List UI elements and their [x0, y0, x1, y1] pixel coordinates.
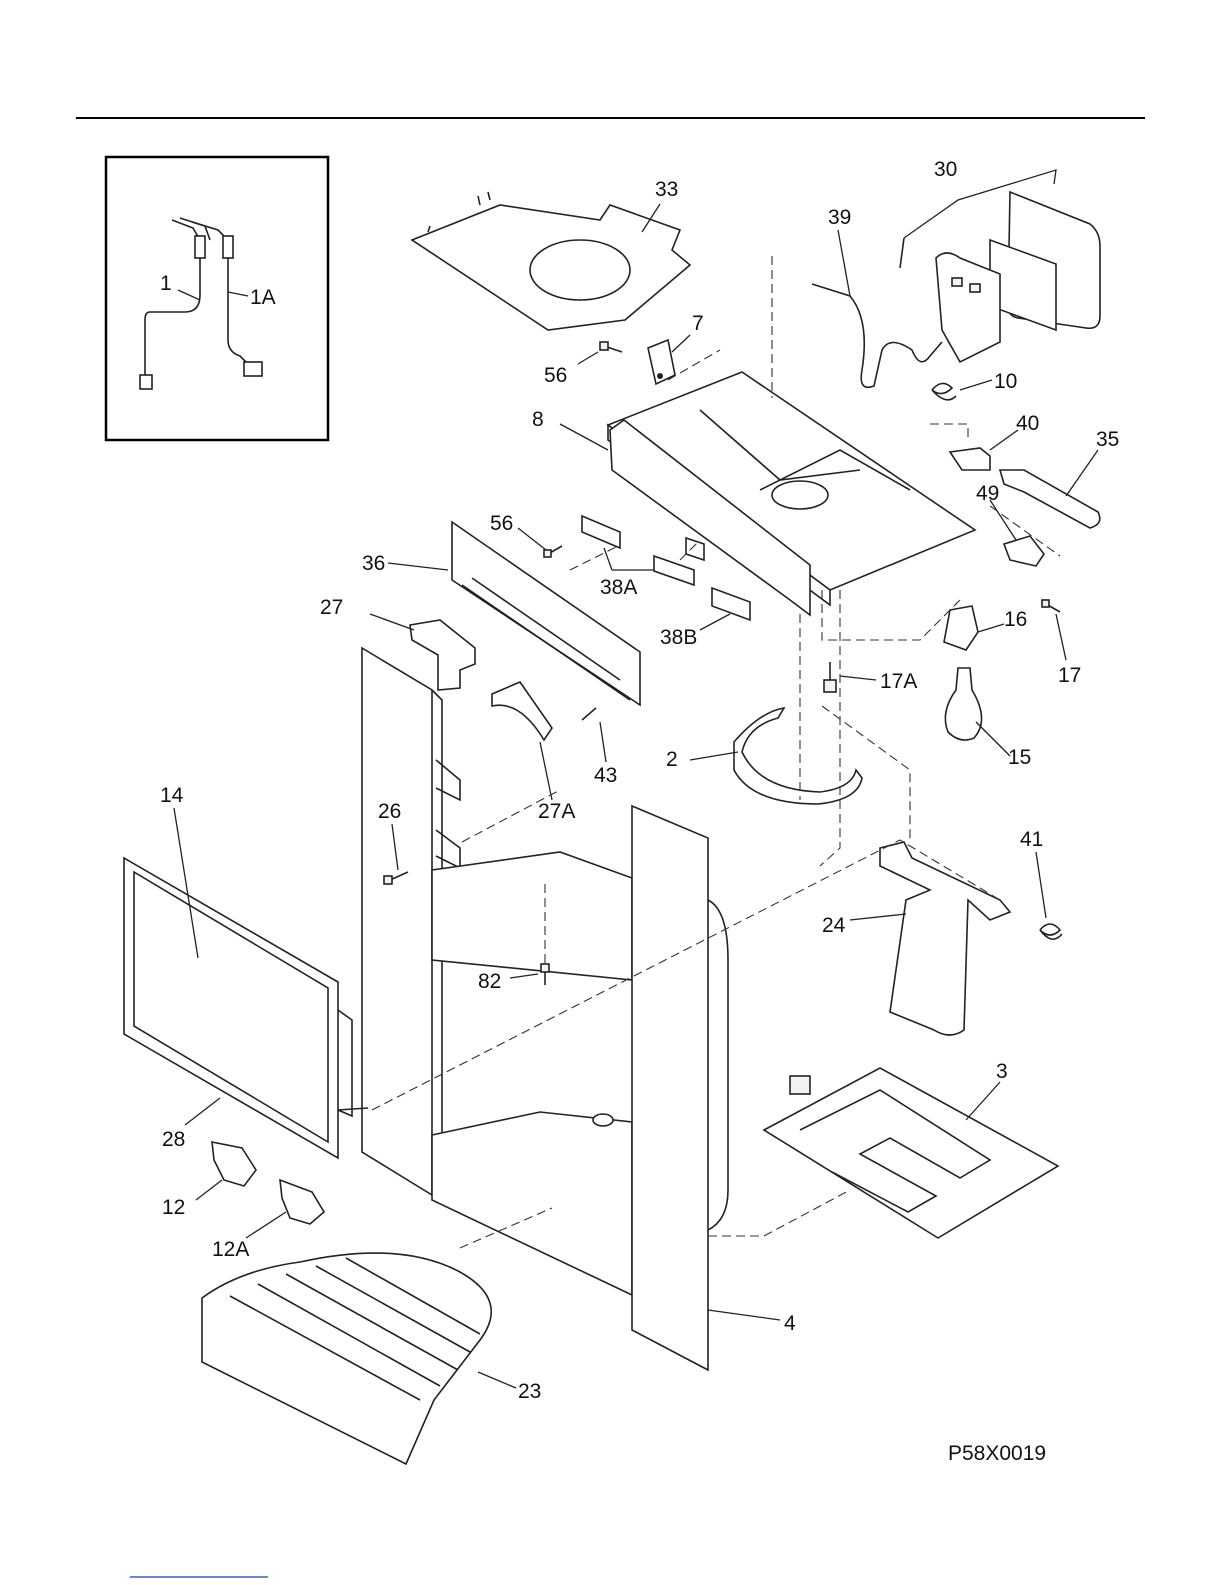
- part-12a-foot: [246, 1180, 324, 1238]
- screw-17: [1042, 600, 1066, 660]
- screw-17a: [824, 662, 876, 692]
- label-26: 26: [378, 800, 401, 823]
- label-39: 39: [828, 206, 851, 229]
- part-16-socket: [944, 606, 1004, 650]
- label-30: 30: [934, 158, 957, 181]
- label-38a: 38A: [600, 576, 637, 599]
- label-14: 14: [160, 784, 184, 807]
- label-16: 16: [1004, 608, 1027, 631]
- label-24: 24: [822, 914, 846, 937]
- part-10-spring: [932, 380, 992, 400]
- label-56-upper: 56: [544, 364, 567, 387]
- part-7-switch-block: [648, 335, 690, 384]
- part-39-rod: [812, 230, 942, 387]
- label-7: 7: [692, 312, 704, 335]
- label-38b: 38B: [660, 626, 697, 649]
- part-2-ring: [690, 708, 862, 804]
- part-33-cover-plate: [412, 192, 690, 330]
- part-4-frame: [432, 806, 780, 1370]
- part-24-lever: [850, 842, 1010, 1035]
- label-27: 27: [320, 596, 343, 619]
- label-27a: 27A: [538, 800, 575, 823]
- drawing-code: P58X0019: [948, 1442, 1046, 1465]
- label-15: 15: [1008, 746, 1031, 769]
- label-3: 3: [996, 1060, 1008, 1083]
- part-15-lamp: [945, 668, 1010, 756]
- label-12a: 12A: [212, 1238, 249, 1261]
- label-1a: 1A: [250, 286, 276, 309]
- label-23: 23: [518, 1380, 541, 1403]
- label-12: 12: [162, 1196, 185, 1219]
- label-1: 1: [160, 272, 172, 295]
- label-43: 43: [594, 764, 617, 787]
- label-28: 28: [162, 1128, 185, 1151]
- part-38b-switch: [700, 588, 750, 630]
- part-12-foot: [196, 1142, 256, 1200]
- part-35-shaft: [1000, 450, 1100, 528]
- label-40: 40: [1016, 412, 1039, 435]
- label-49: 49: [976, 482, 999, 505]
- screw-43: [582, 708, 606, 762]
- screw-56-lower: [518, 528, 562, 557]
- label-2: 2: [666, 748, 678, 771]
- part-49-bracket: [990, 500, 1044, 566]
- label-33: 33: [655, 178, 678, 201]
- part-40-pin: [950, 430, 1018, 470]
- part-41-spring: [1036, 852, 1062, 939]
- label-17: 17: [1058, 664, 1081, 687]
- part-27a-flap: [492, 682, 552, 800]
- part-23-drip-tray: [202, 1253, 516, 1464]
- inset-wire-box: [106, 157, 328, 440]
- part-38a-switches: [582, 516, 704, 585]
- part-14-panel: [124, 808, 368, 1158]
- screw-56-upper: [578, 342, 622, 364]
- label-10: 10: [994, 370, 1017, 393]
- label-82: 82: [478, 970, 501, 993]
- label-8: 8: [532, 408, 544, 431]
- label-36: 36: [362, 552, 385, 575]
- label-41: 41: [1020, 828, 1043, 851]
- label-56-lower: 56: [490, 512, 513, 535]
- label-35: 35: [1096, 428, 1119, 451]
- label-17a: 17A: [880, 670, 917, 693]
- label-4: 4: [784, 1312, 796, 1335]
- part-30-actuator: [900, 170, 1100, 362]
- part-36-front-plate: [388, 522, 640, 705]
